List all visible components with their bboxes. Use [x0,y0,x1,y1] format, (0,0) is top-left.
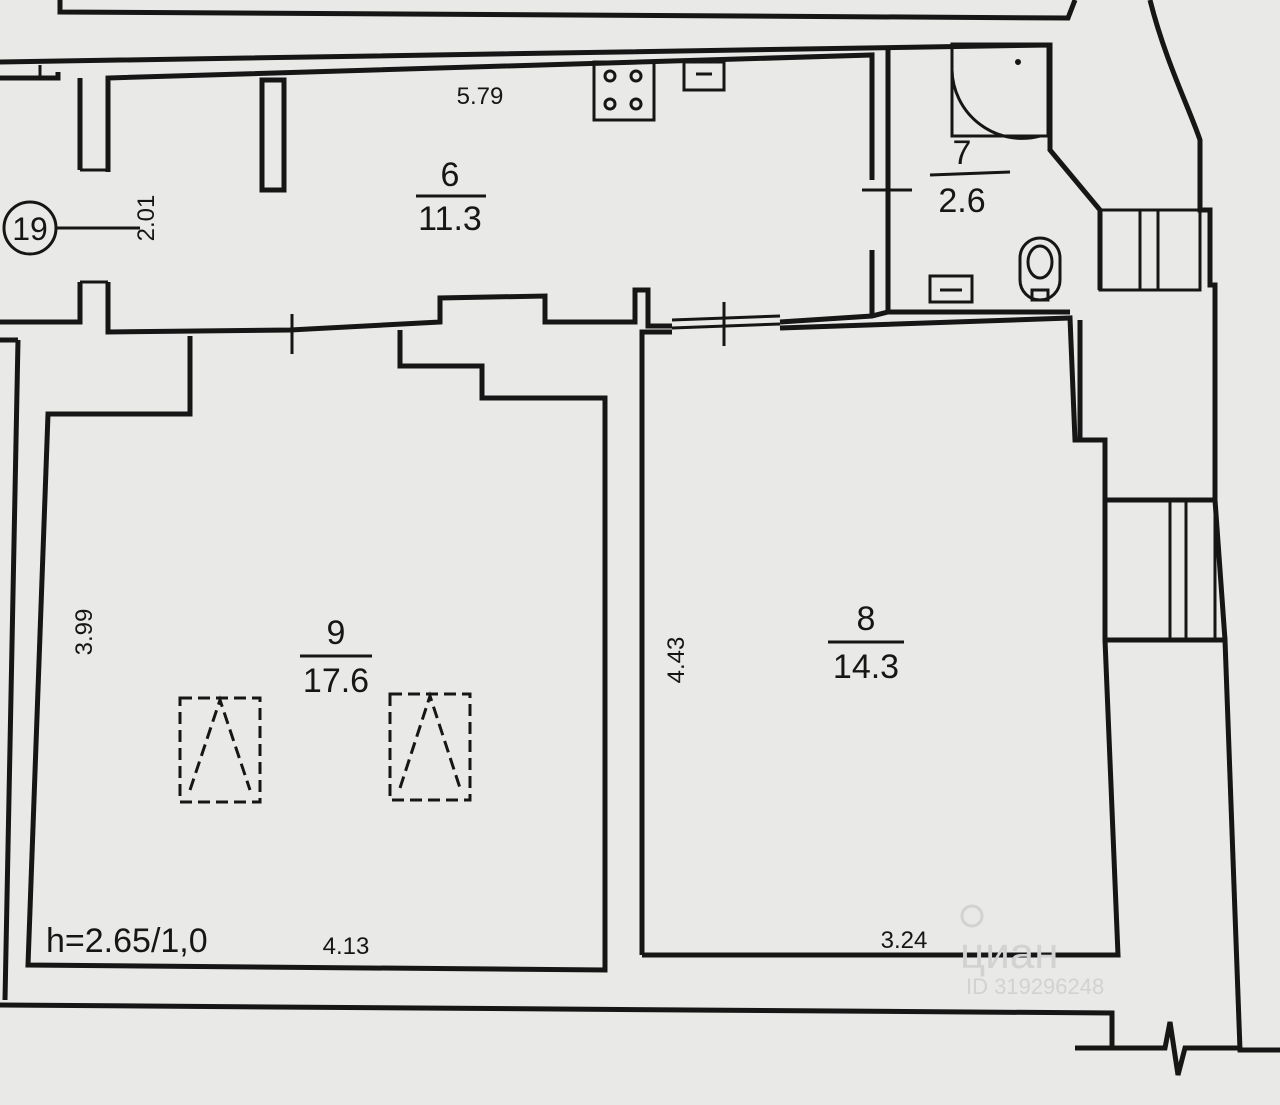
sink-icon [682,60,726,92]
room-8-label: 8 14.3 [828,600,904,686]
room-7-fixtures [862,42,1062,304]
watermark: циан ID 319296248 [960,904,1104,999]
dimension-label: 3.24 [881,927,928,954]
room-number: 8 [857,600,876,638]
dimension-label: 5.79 [457,83,504,110]
dimension-label: 2.01 [133,195,160,242]
apartment-marker: 19 [2,200,140,256]
ceiling-height-label: h=2.65/1,0 [46,922,208,960]
room-6-label: 6 11.3 [416,156,486,238]
room-8-walls [639,302,1121,958]
dimension-label: 3.99 [71,609,98,656]
skylight-icon [178,695,262,804]
watermark-id: ID 319296248 [966,974,1104,999]
room-number: 9 [327,614,346,652]
room-9-walls [0,314,608,1001]
apartment-number: 19 [12,211,48,247]
dimension-label: 4.43 [663,637,690,684]
stove-icon [592,60,656,122]
watermark-brand: циан [960,929,1059,978]
room-area: 2.6 [938,182,985,220]
toilet-icon [1018,236,1062,302]
room-number: 6 [441,156,460,194]
room-9-label: 9 17.6 [300,614,372,700]
windows [38,65,1217,642]
room-area: 17.6 [303,662,369,700]
skylight-icon [388,691,472,802]
room-number: 7 [953,134,972,172]
washbasin-icon [928,274,974,304]
room-area: 14.3 [833,648,899,686]
room-area: 11.3 [418,200,482,238]
room-7-label: 7 2.6 [929,134,1011,220]
room-6-walls [0,50,1070,335]
dimension-label: 4.13 [323,933,370,960]
